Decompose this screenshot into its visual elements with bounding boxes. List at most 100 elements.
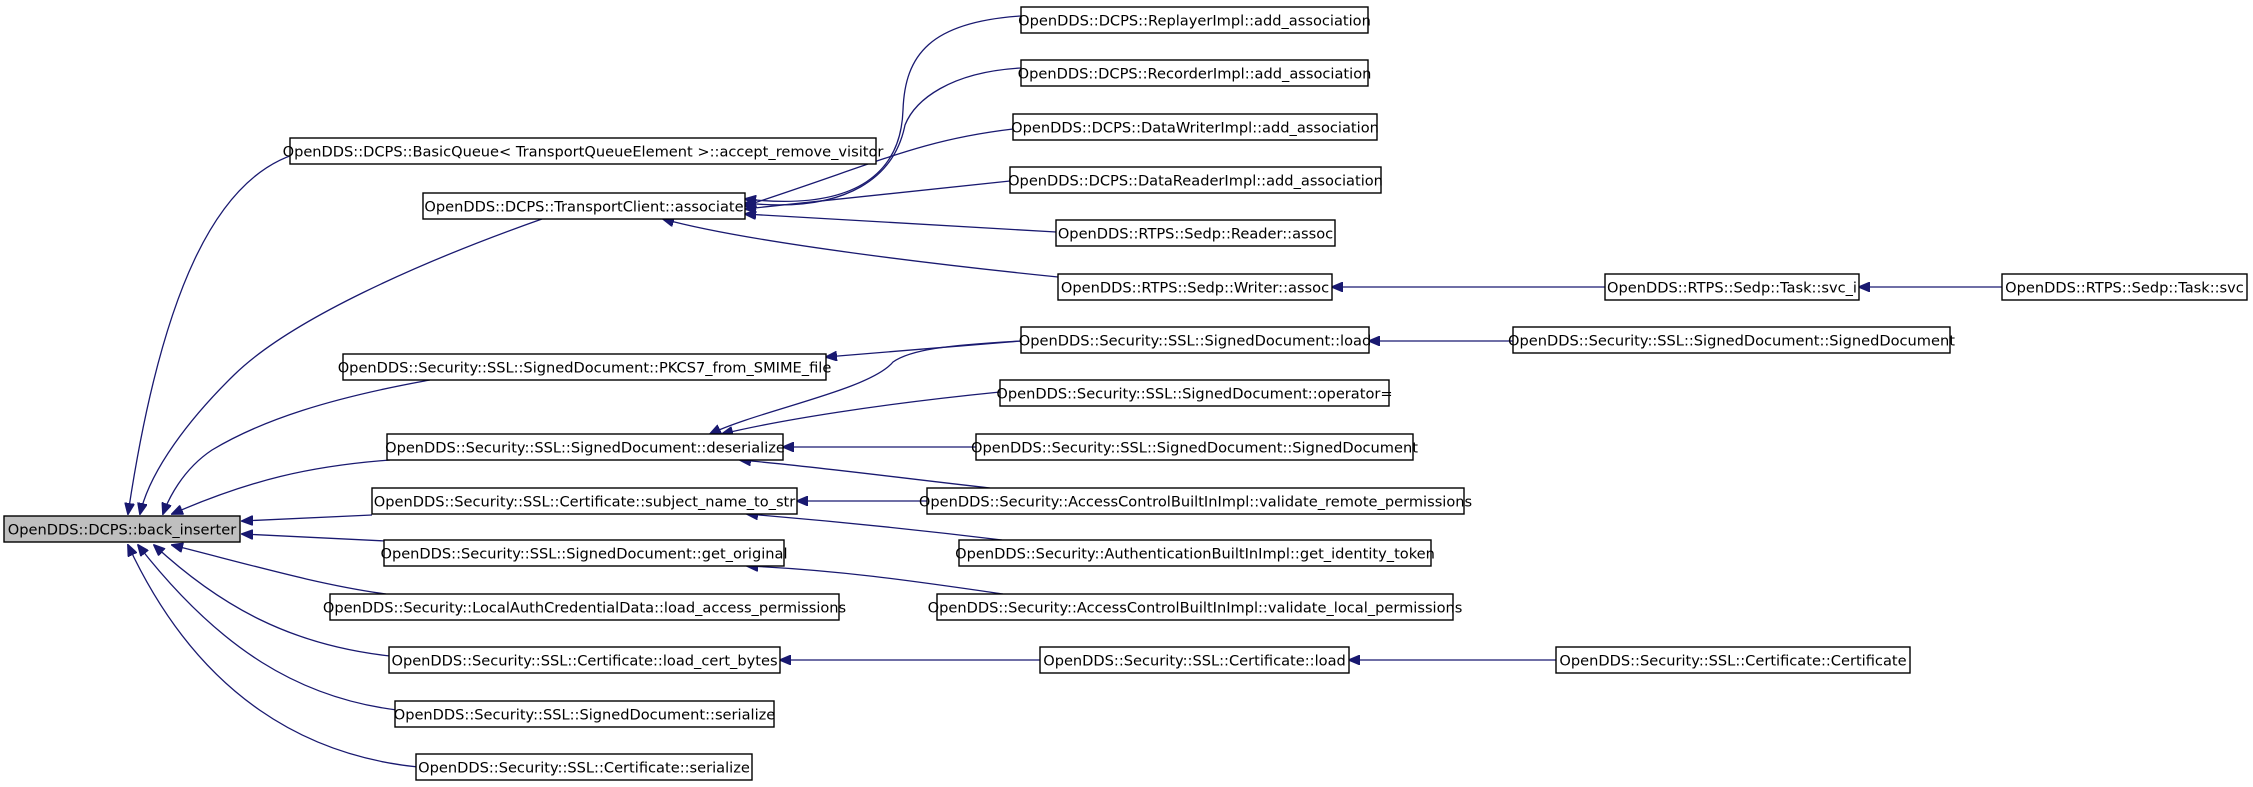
node-label: OpenDDS::Security::SSL::SignedDocument::… bbox=[385, 440, 785, 457]
node-lacd[interactable]: OpenDDS::Security::LocalAuthCredentialDa… bbox=[323, 593, 846, 621]
node-label: OpenDDS::RTPS::Sedp::Task::svc bbox=[2005, 280, 2244, 297]
node-box bbox=[975, 433, 1414, 461]
call-edge-replayer-to-tc_assoc bbox=[745, 15, 1022, 201]
node-box bbox=[1512, 326, 1951, 354]
node-pkcs7[interactable]: OpenDDS::Security::SSL::SignedDocument::… bbox=[338, 353, 832, 381]
node-acbi-local[interactable]: OpenDDS::Security::AccessControlBuiltInI… bbox=[928, 593, 1463, 621]
node-label: OpenDDS::Security::SSL::SignedDocument::… bbox=[338, 360, 832, 377]
node-box bbox=[2001, 273, 2248, 301]
call-edge-sd_deser-to-back_inserter bbox=[172, 459, 391, 514]
node-sedp-reader[interactable]: OpenDDS::RTPS::Sedp::Reader::assoc bbox=[1055, 219, 1336, 247]
call-edge-acbi_remote-to-sd_deser bbox=[740, 460, 991, 489]
node-box bbox=[386, 433, 784, 461]
node-sd-deser[interactable]: OpenDDS::Security::SSL::SignedDocument::… bbox=[385, 433, 785, 461]
node-box bbox=[394, 700, 775, 728]
node-sd-ctor2[interactable]: OpenDDS::Security::SSL::SignedDocument::… bbox=[1508, 326, 1955, 354]
call-edge-sd_opeq-to-sd_deser bbox=[722, 391, 1001, 434]
node-label: OpenDDS::DCPS::RecorderImpl::add_associa… bbox=[1018, 66, 1372, 83]
node-abi-token[interactable]: OpenDDS::Security::AuthenticationBuiltIn… bbox=[955, 539, 1435, 567]
node-label: OpenDDS::RTPS::Sedp::Writer::assoc bbox=[1061, 280, 1329, 297]
node-box bbox=[936, 593, 1454, 621]
node-cert-lcb[interactable]: OpenDDS::Security::SSL::Certificate::loa… bbox=[388, 646, 781, 674]
node-box bbox=[342, 353, 827, 381]
node-sd-load[interactable]: OpenDDS::Security::SSL::SignedDocument::… bbox=[1019, 326, 1371, 354]
node-label: OpenDDS::Security::SSL::Certificate::Cer… bbox=[1559, 653, 1906, 670]
node-box bbox=[289, 137, 877, 165]
node-box bbox=[1057, 273, 1333, 301]
call-edge-sedp_reader-to-tc_assoc bbox=[745, 214, 1057, 233]
node-box bbox=[1604, 273, 1860, 301]
node-box bbox=[1055, 219, 1336, 247]
node-task-svc[interactable]: OpenDDS::RTPS::Sedp::Task::svc bbox=[2001, 273, 2248, 301]
node-box bbox=[999, 379, 1390, 407]
node-box bbox=[1020, 326, 1370, 354]
call-edge-sd_ser-to-back_inserter bbox=[138, 545, 398, 711]
call-edge-sd_load-to-sd_deser bbox=[710, 340, 1022, 434]
node-tc-assoc[interactable]: OpenDDS::DCPS::TransportClient::associat… bbox=[422, 192, 746, 220]
node-box bbox=[415, 753, 753, 781]
edges-layer bbox=[128, 15, 2002, 768]
node-label: OpenDDS::RTPS::Sedp::Task::svc_i bbox=[1607, 280, 1857, 297]
node-label: OpenDDS::Security::SSL::Certificate::sub… bbox=[374, 494, 796, 511]
node-box bbox=[388, 646, 781, 674]
node-box bbox=[926, 487, 1465, 515]
call-edge-cert_ser-to-back_inserter bbox=[128, 545, 419, 768]
call-edge-drimpl-to-tc_assoc bbox=[745, 180, 1011, 209]
node-label: OpenDDS::Security::SSL::Certificate::loa… bbox=[391, 653, 777, 670]
node-sd-ser[interactable]: OpenDDS::Security::SSL::SignedDocument::… bbox=[394, 700, 776, 728]
node-box bbox=[422, 192, 746, 220]
node-label: OpenDDS::DCPS::BasicQueue< TransportQueu… bbox=[283, 144, 884, 161]
node-sedp-writer[interactable]: OpenDDS::RTPS::Sedp::Writer::assoc bbox=[1057, 273, 1333, 301]
node-recorder[interactable]: OpenDDS::DCPS::RecorderImpl::add_associa… bbox=[1018, 59, 1372, 87]
node-label: OpenDDS::Security::SSL::SignedDocument::… bbox=[1508, 333, 1955, 350]
node-box bbox=[1555, 646, 1911, 674]
call-edge-abi_token-to-cert_subj bbox=[747, 514, 1003, 541]
node-sd-opeq[interactable]: OpenDDS::Security::SSL::SignedDocument::… bbox=[996, 379, 1393, 407]
node-basicqueue[interactable]: OpenDDS::DCPS::BasicQueue< TransportQueu… bbox=[283, 137, 884, 165]
node-label: OpenDDS::Security::AccessControlBuiltInI… bbox=[928, 600, 1463, 617]
node-sd-ctor1[interactable]: OpenDDS::Security::SSL::SignedDocument::… bbox=[971, 433, 1418, 461]
node-label: OpenDDS::Security::SSL::SignedDocument::… bbox=[394, 707, 776, 724]
node-label: OpenDDS::Security::AccessControlBuiltInI… bbox=[919, 494, 1472, 511]
node-box bbox=[371, 487, 798, 515]
node-cert-ctor[interactable]: OpenDDS::Security::SSL::Certificate::Cer… bbox=[1555, 646, 1911, 674]
node-label: OpenDDS::DCPS::DataReaderImpl::add_assoc… bbox=[1008, 173, 1383, 190]
node-box bbox=[383, 539, 785, 567]
node-cert-load[interactable]: OpenDDS::Security::SSL::Certificate::loa… bbox=[1039, 646, 1350, 674]
call-edge-acbi_local-to-sd_getorig bbox=[747, 566, 1004, 595]
call-edge-tc_assoc-to-back_inserter bbox=[140, 218, 543, 514]
call-edge-lacd-to-back_inserter bbox=[172, 545, 387, 595]
call-edge-pkcs7-to-back_inserter bbox=[163, 379, 431, 514]
node-label: OpenDDS::DCPS::ReplayerImpl::add_associa… bbox=[1018, 13, 1371, 30]
node-back-inserter[interactable]: OpenDDS::DCPS::back_inserter bbox=[3, 515, 241, 543]
node-cert-ser[interactable]: OpenDDS::Security::SSL::Certificate::ser… bbox=[415, 753, 753, 781]
call-edge-sd_load-to-pkcs7 bbox=[826, 340, 1022, 357]
node-drimpl[interactable]: OpenDDS::DCPS::DataReaderImpl::add_assoc… bbox=[1008, 166, 1383, 194]
call-edge-sedp_writer-to-tc_assoc bbox=[663, 219, 1059, 278]
node-box bbox=[329, 593, 840, 621]
node-label: OpenDDS::Security::LocalAuthCredentialDa… bbox=[323, 600, 846, 617]
node-box bbox=[3, 515, 241, 543]
node-label: OpenDDS::Security::SSL::SignedDocument::… bbox=[996, 386, 1392, 403]
node-cert-subj[interactable]: OpenDDS::Security::SSL::Certificate::sub… bbox=[371, 487, 798, 515]
call-edge-cert_subj-to-back_inserter bbox=[242, 514, 373, 521]
node-label: OpenDDS::DCPS::TransportClient::associat… bbox=[424, 199, 743, 216]
node-task-svci[interactable]: OpenDDS::RTPS::Sedp::Task::svc_i bbox=[1604, 273, 1860, 301]
call-edge-cert_lcb-to-back_inserter bbox=[154, 545, 391, 657]
node-replayer[interactable]: OpenDDS::DCPS::ReplayerImpl::add_associa… bbox=[1018, 6, 1371, 34]
node-label: OpenDDS::Security::AuthenticationBuiltIn… bbox=[955, 546, 1435, 563]
node-label: OpenDDS::DCPS::back_inserter bbox=[8, 522, 236, 539]
node-acbi-remote[interactable]: OpenDDS::Security::AccessControlBuiltInI… bbox=[919, 487, 1472, 515]
node-box bbox=[1009, 166, 1382, 194]
node-box bbox=[1020, 6, 1369, 34]
node-label: OpenDDS::Security::SSL::SignedDocument::… bbox=[971, 440, 1418, 457]
nodes-layer: OpenDDS::DCPS::back_inserter OpenDDS::DCP… bbox=[3, 6, 2248, 781]
node-label: OpenDDS::Security::SSL::Certificate::loa… bbox=[1043, 653, 1346, 670]
node-label: OpenDDS::Security::SSL::SignedDocument::… bbox=[380, 546, 787, 563]
node-sd-getorig[interactable]: OpenDDS::Security::SSL::SignedDocument::… bbox=[380, 539, 788, 567]
node-label: OpenDDS::Security::SSL::Certificate::ser… bbox=[418, 760, 750, 777]
call-edge-dwimpl-to-tc_assoc bbox=[745, 128, 1014, 206]
node-box bbox=[1012, 113, 1378, 141]
node-dwimpl[interactable]: OpenDDS::DCPS::DataWriterImpl::add_assoc… bbox=[1011, 113, 1379, 141]
